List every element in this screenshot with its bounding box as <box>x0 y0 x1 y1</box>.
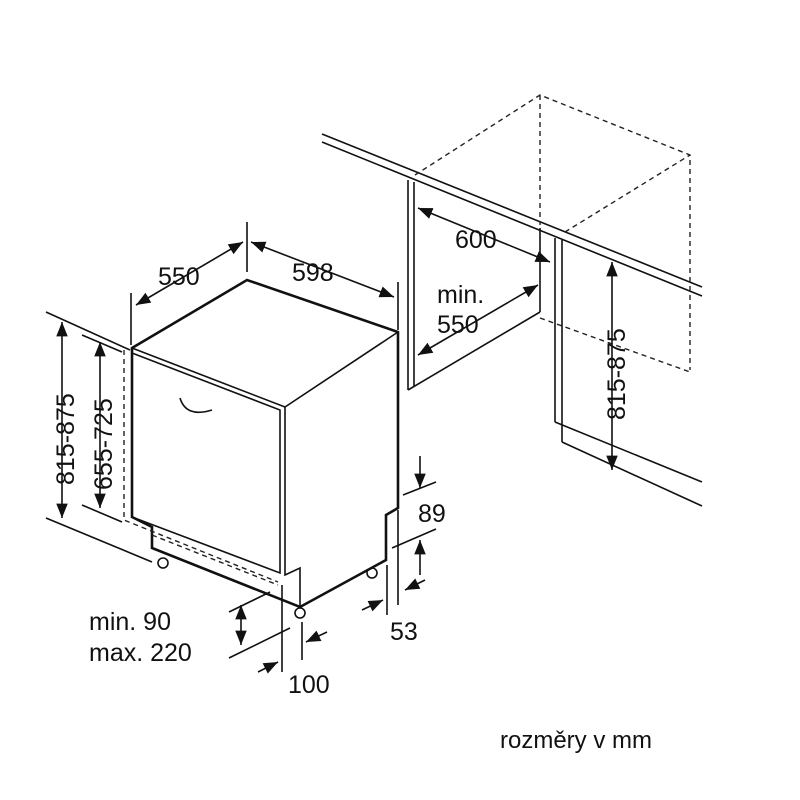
dimension-lines <box>45 207 618 674</box>
label-plinth-side: 53 <box>390 618 418 646</box>
label-total-height: 815-875 <box>52 393 80 485</box>
label-plinth-depth: 100 <box>288 671 330 699</box>
label-width: 598 <box>292 259 334 287</box>
label-niche-height: 815-875 <box>603 328 631 420</box>
foot-left <box>157 557 169 569</box>
label-door-height: 655-725 <box>90 398 118 490</box>
label-niche-depth: 550 <box>437 311 479 339</box>
label-plinth-top: 89 <box>418 500 446 528</box>
foot-right <box>366 567 378 579</box>
foot-front <box>294 607 306 619</box>
units-caption: rozměry v mm <box>500 727 652 754</box>
label-plinth-max: max. 220 <box>89 639 192 667</box>
door-handle <box>179 397 213 414</box>
label-niche-depth-min: min. <box>437 281 484 309</box>
label-niche-width: 600 <box>455 226 497 254</box>
label-depth: 550 <box>158 263 200 291</box>
cabinet-niche <box>321 94 703 507</box>
label-plinth-min: min. 90 <box>89 608 171 636</box>
dishwasher-body <box>123 278 400 619</box>
